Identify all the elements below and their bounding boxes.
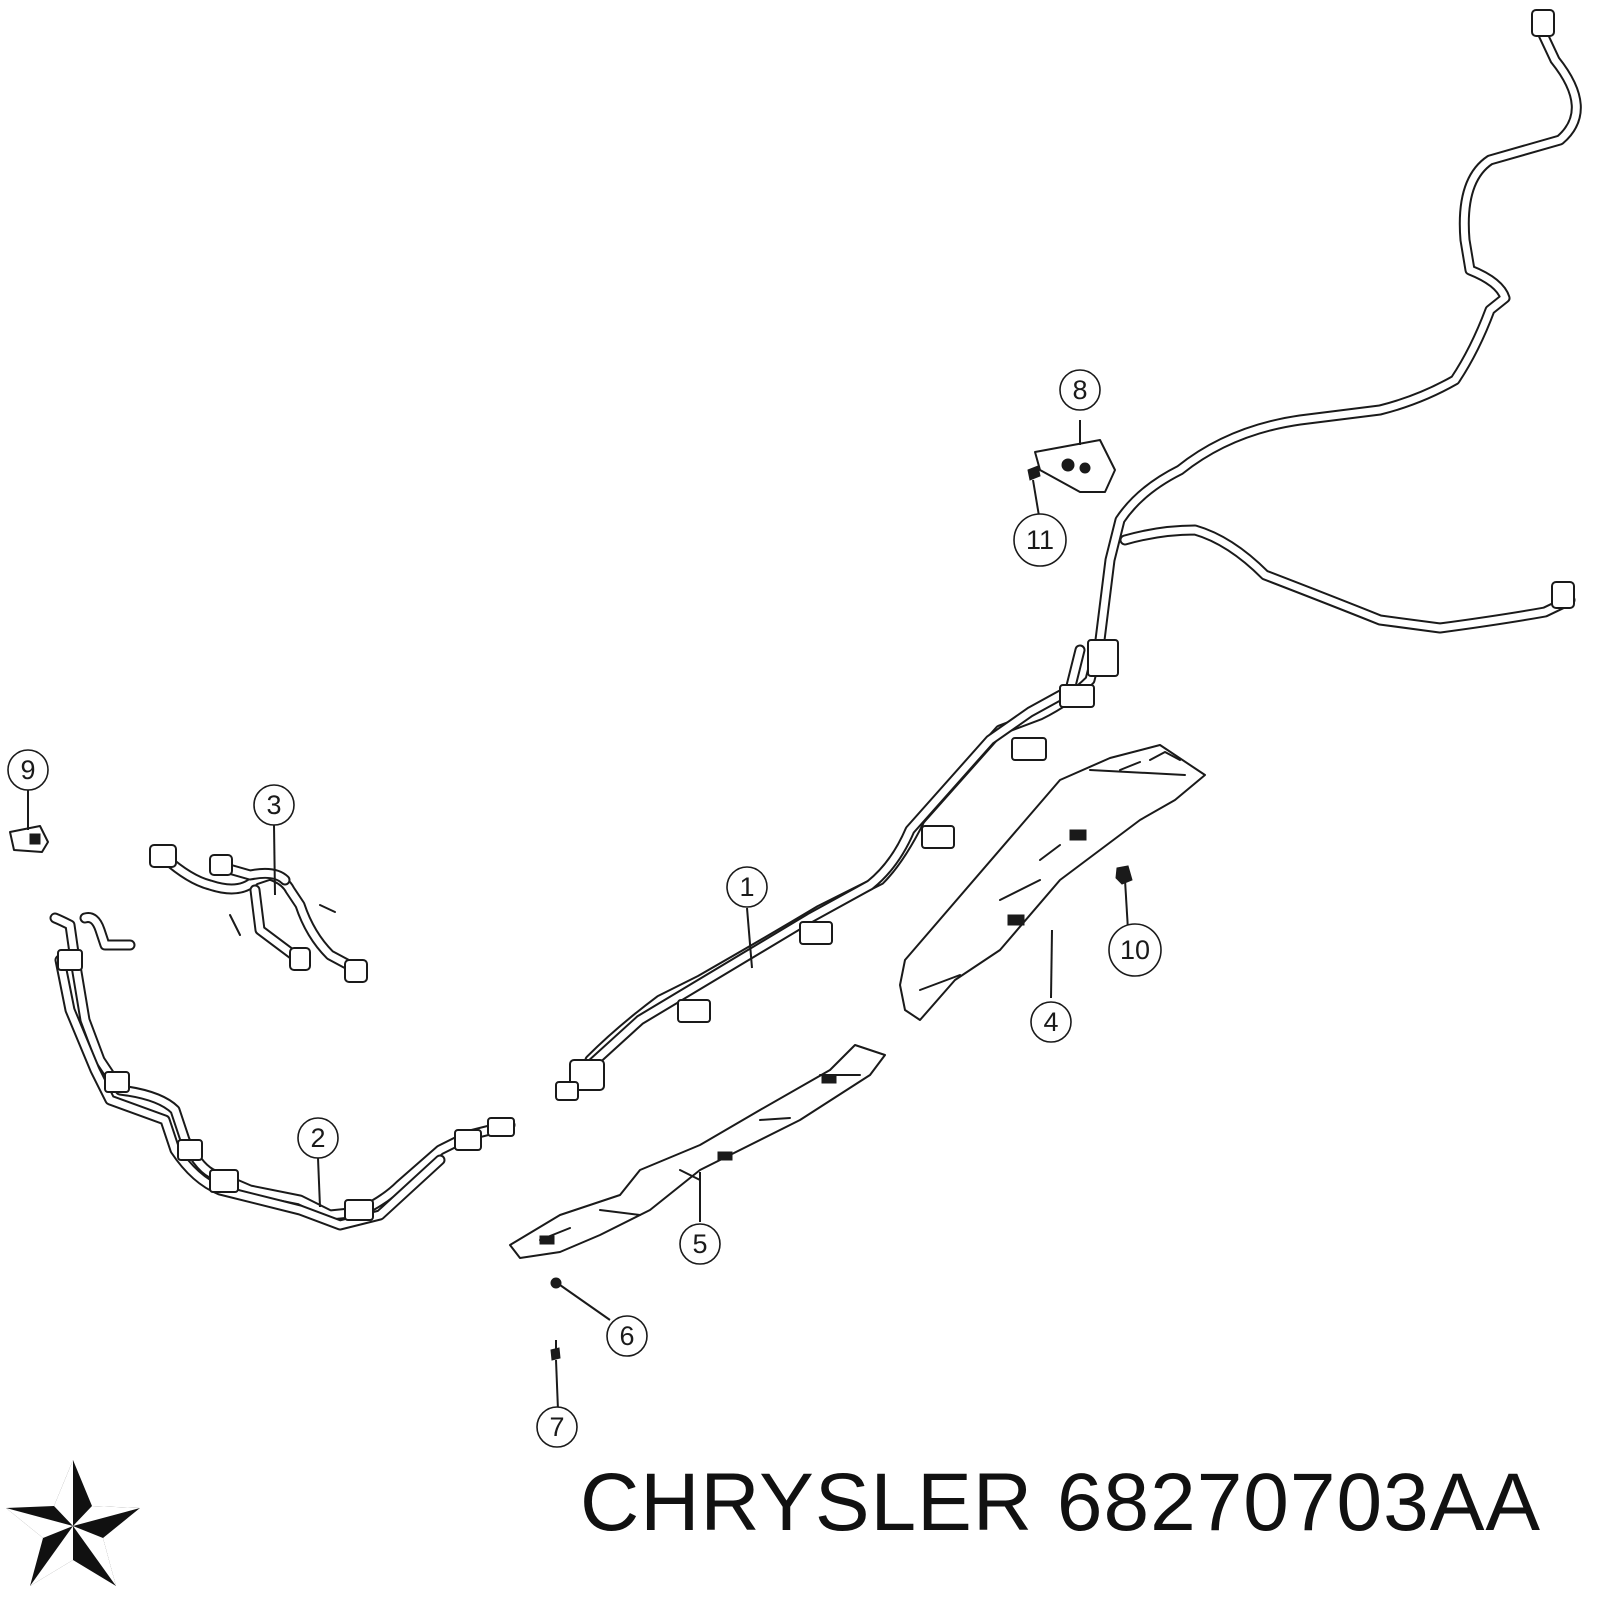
upper-heat-shield	[899, 744, 1206, 1021]
lower-heat-shield	[509, 1044, 886, 1259]
screw-11	[1027, 465, 1041, 481]
nut-10	[1115, 865, 1133, 885]
fastener-6	[550, 1277, 562, 1289]
callout-11: 11	[1013, 513, 1067, 567]
callout-4: 4	[1030, 1001, 1072, 1043]
svg-text:1: 1	[739, 872, 754, 902]
brand-name: CHRYSLER	[580, 1457, 1034, 1548]
svg-text:2: 2	[310, 1123, 325, 1153]
svg-text:7: 7	[549, 1412, 564, 1442]
connector-harness	[149, 844, 368, 983]
callout-8: 8	[1059, 369, 1101, 411]
mounting-bracket	[1034, 439, 1116, 493]
part-caption: CHRYSLER 68270703AA	[580, 1448, 1541, 1558]
callout-2: 2	[297, 1117, 339, 1159]
fastener-7	[550, 1340, 561, 1361]
fuel-line-assembly	[555, 9, 1582, 1101]
callout-9: 9	[7, 749, 49, 791]
callout-5: 5	[679, 1223, 721, 1265]
svg-text:10: 10	[1120, 935, 1150, 965]
lower-fuel-line	[49, 912, 516, 1231]
svg-text:5: 5	[692, 1229, 707, 1259]
chrysler-pentastar-icon	[6, 1460, 140, 1586]
svg-text:6: 6	[619, 1321, 634, 1351]
svg-text:3: 3	[266, 790, 281, 820]
svg-text:11: 11	[1026, 525, 1054, 555]
callout-7: 7	[536, 1406, 578, 1448]
part-number: 68270703AA	[1056, 1457, 1542, 1548]
svg-text:4: 4	[1043, 1007, 1058, 1037]
callout-1: 1	[726, 866, 768, 908]
callout-10: 10	[1108, 923, 1162, 977]
retaining-clip	[9, 825, 49, 853]
svg-text:8: 8	[1072, 375, 1087, 405]
callout-6: 6	[606, 1315, 648, 1357]
svg-text:9: 9	[20, 755, 35, 785]
callout-3: 3	[253, 784, 295, 826]
